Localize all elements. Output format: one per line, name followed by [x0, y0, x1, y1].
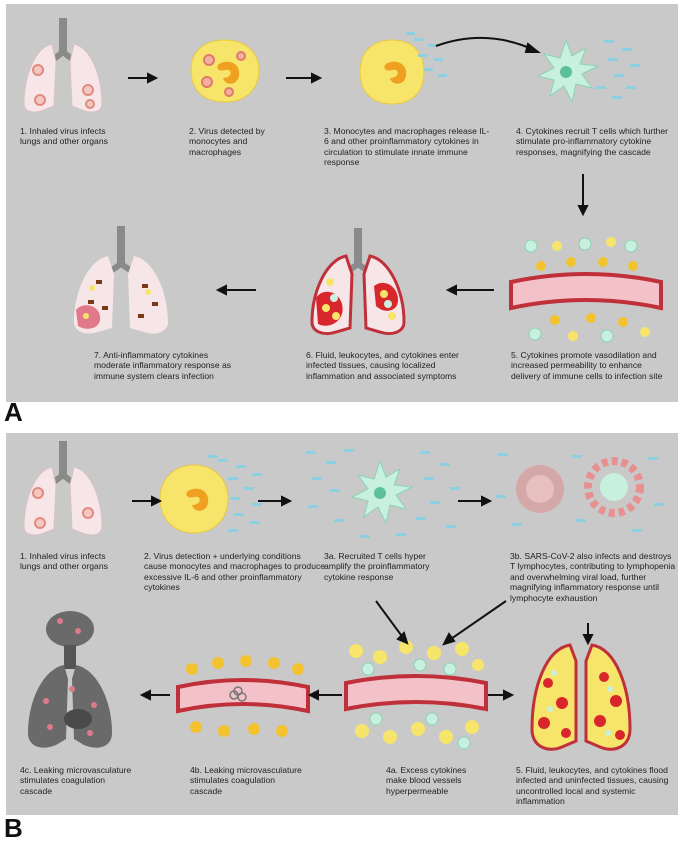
caption-b4a: 4a. Excess cytokines make blood vessels …	[386, 765, 467, 796]
panel-b: 1. Inhaled virus infects lungs and other…	[6, 433, 678, 815]
monocyte-excess-cytokines-icon	[159, 455, 262, 534]
body-organs-coagulation-icon	[28, 611, 112, 748]
caption-a2: 2. Virus detected by monocytes and macro…	[189, 126, 265, 157]
inflamed-lungs-icon	[310, 228, 406, 336]
recovering-lungs-icon	[74, 226, 168, 334]
caption-b5: 5. Fluid, leukocytes, and cytokines floo…	[516, 765, 669, 807]
monocyte-releasing-cytokines-icon	[359, 32, 447, 105]
lungs-infected-icon	[23, 441, 103, 536]
monocyte-icon	[190, 39, 260, 103]
flooded-lungs-icon	[530, 643, 632, 751]
caption-a7: 7. Anti-inflammatory cytokines moderate …	[94, 350, 232, 381]
flow-arrows-a	[128, 36, 589, 296]
caption-a3: 3. Monocytes and macrophages release IL-…	[324, 126, 490, 168]
panel-label-b: B	[4, 813, 23, 843]
hyperpermeable-vessel-icon	[344, 640, 488, 750]
t-cell-cytokine-icon	[536, 38, 640, 104]
caption-a5: 5. Cytokines promote vasodilation and in…	[511, 350, 663, 381]
caption-b2: 2. Virus detection + underlying conditio…	[144, 551, 326, 593]
destroyed-t-cells-icon	[496, 453, 664, 532]
panel-label-a: A	[4, 397, 23, 427]
lungs-infected-icon	[23, 18, 103, 113]
leaking-vessel-icon	[176, 655, 310, 737]
panel-a: 1. Inhaled virus infects lungs and other…	[6, 4, 678, 402]
caption-a4: 4. Cytokines recruit T cells which furth…	[516, 126, 669, 157]
caption-b4c: 4c. Leaking microvasculature stimulates …	[20, 765, 132, 796]
caption-b3a: 3a. Recruited T cells hyper amplify the …	[324, 551, 430, 582]
caption-a1: 1. Inhaled virus infects lungs and other…	[20, 126, 108, 147]
flow-arrows-b	[132, 495, 594, 701]
caption-b4b: 4b. Leaking microvasculature stimulates …	[190, 765, 302, 796]
blood-vessel-icon	[509, 237, 663, 343]
caption-b1: 1. Inhaled virus infects lungs and other…	[20, 551, 108, 572]
caption-b3b: 3b. SARS-CoV-2 also infects and destroys…	[510, 551, 676, 603]
caption-a6: 6. Fluid, leukocytes, and cytokines ente…	[306, 350, 459, 381]
t-cell-hyper-icon	[306, 449, 460, 538]
